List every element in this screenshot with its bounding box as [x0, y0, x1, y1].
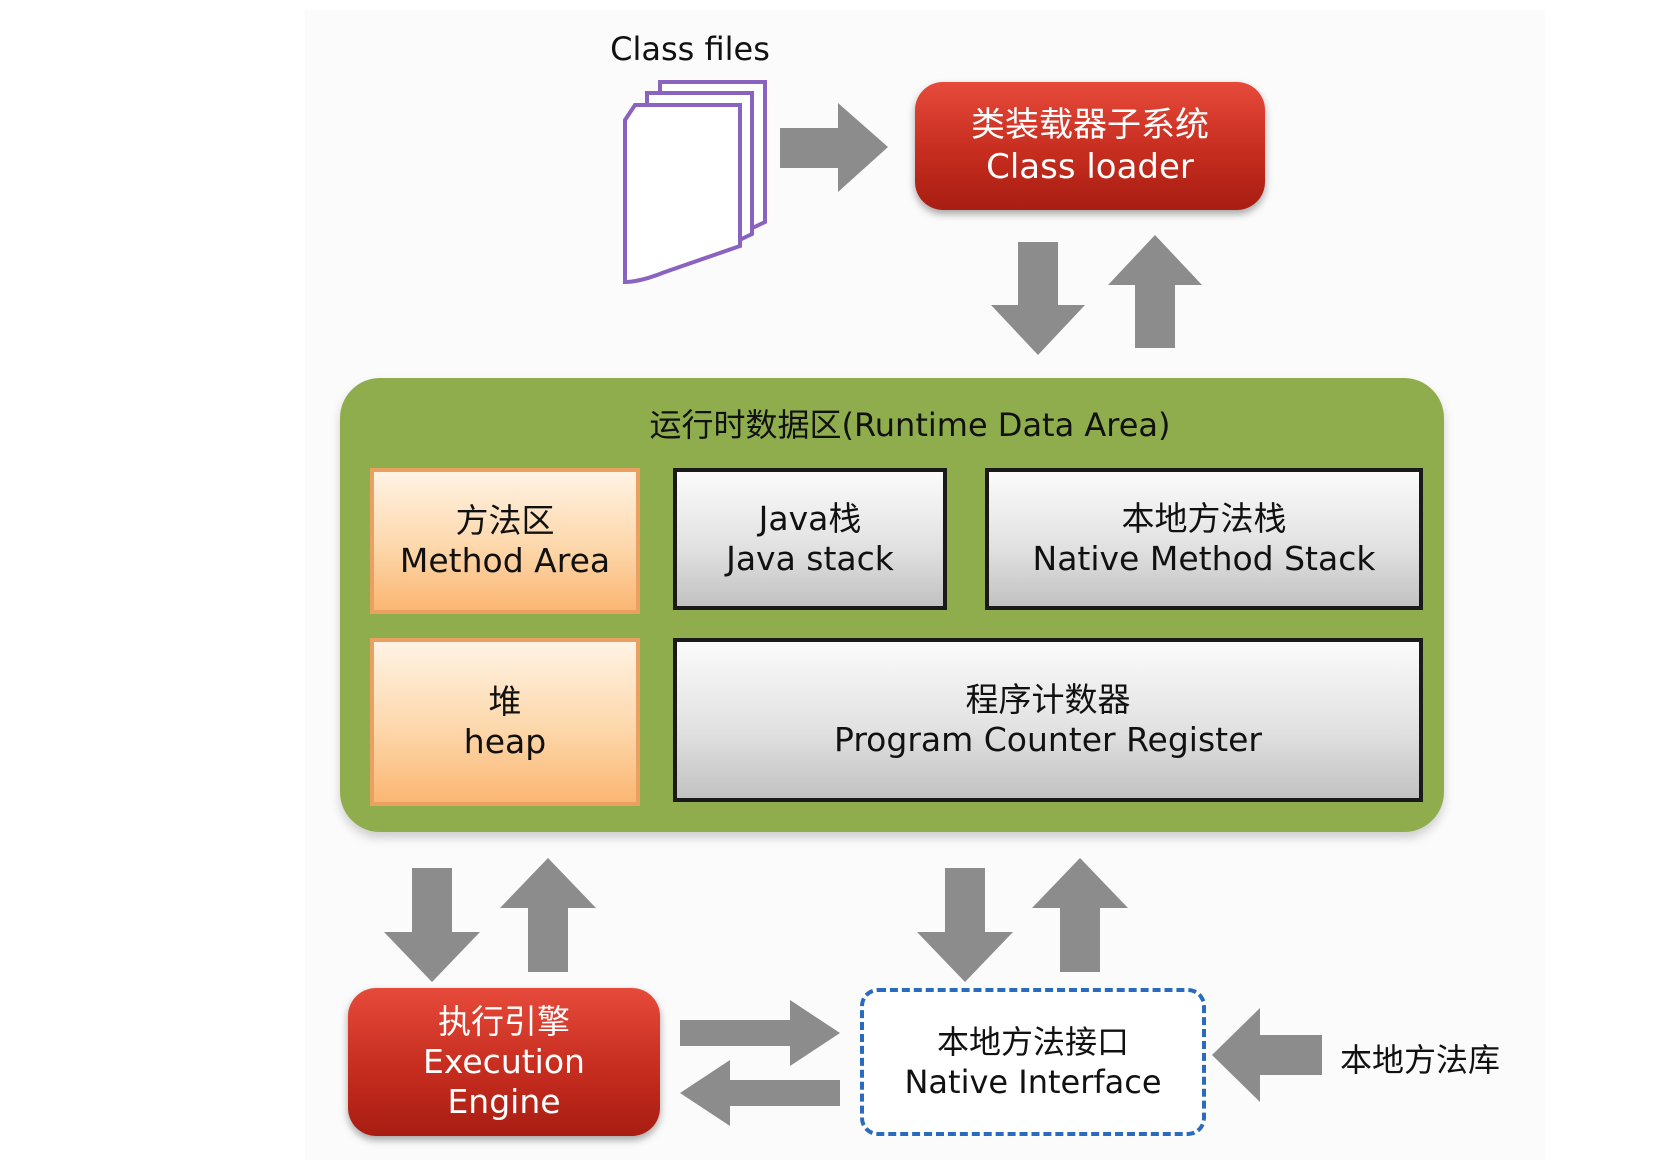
arrow-up-from-native-interface — [1032, 858, 1128, 972]
native-library-label: 本地方法库 — [1340, 1041, 1501, 1079]
class-loader-box: 类装载器子系统 Class loader — [915, 82, 1265, 210]
program-counter-register-box: 程序计数器 Program Counter Register — [673, 638, 1423, 802]
native-interface-zh: 本地方法接口 — [936, 1023, 1129, 1061]
program-counter-en: Program Counter Register — [834, 720, 1262, 759]
arrow-down-to-execution-engine — [384, 868, 480, 982]
arrow-left-to-execution-engine — [680, 1060, 840, 1126]
arrow-right-to-class-loader — [780, 103, 888, 192]
java-stack-en: Java stack — [726, 539, 894, 578]
native-interface-en: Native Interface — [904, 1063, 1162, 1101]
class-loader-en: Class loader — [986, 147, 1194, 187]
execution-engine-en1: Execution — [423, 1042, 585, 1081]
class-files-label: Class files — [610, 30, 770, 68]
native-method-stack-zh: 本地方法栈 — [1121, 499, 1287, 538]
arrow-left-from-native-library — [1212, 1008, 1322, 1102]
arrow-up-from-execution-engine — [500, 858, 596, 972]
native-interface-box: 本地方法接口 Native Interface — [860, 988, 1206, 1136]
heap-en: heap — [463, 722, 547, 761]
java-stack-zh: Java栈 — [758, 499, 862, 538]
java-stack-box: Java栈 Java stack — [673, 468, 947, 610]
native-method-stack-box: 本地方法栈 Native Method Stack — [985, 468, 1423, 610]
class-loader-zh: 类装载器子系统 — [971, 105, 1209, 145]
heap-zh: 堆 — [488, 682, 522, 721]
class-files-icon — [623, 80, 767, 285]
arrow-up-to-class-loader — [1108, 235, 1202, 348]
runtime-data-area-title: 运行时数据区(Runtime Data Area) — [649, 406, 1171, 444]
arrow-right-to-native-interface — [680, 1000, 840, 1066]
native-method-stack-en: Native Method Stack — [1032, 539, 1376, 578]
method-area-en: Method Area — [399, 541, 611, 580]
method-area-box: 方法区 Method Area — [370, 468, 640, 614]
heap-box: 堆 heap — [370, 638, 640, 806]
program-counter-zh: 程序计数器 — [965, 680, 1131, 719]
execution-engine-en2: Engine — [447, 1082, 561, 1121]
arrow-down-to-native-interface — [917, 868, 1013, 982]
execution-engine-box: 执行引擎 Execution Engine — [348, 988, 660, 1136]
method-area-zh: 方法区 — [455, 501, 555, 540]
execution-engine-zh: 执行引擎 — [438, 1002, 570, 1041]
arrow-down-to-runtime — [991, 242, 1085, 355]
